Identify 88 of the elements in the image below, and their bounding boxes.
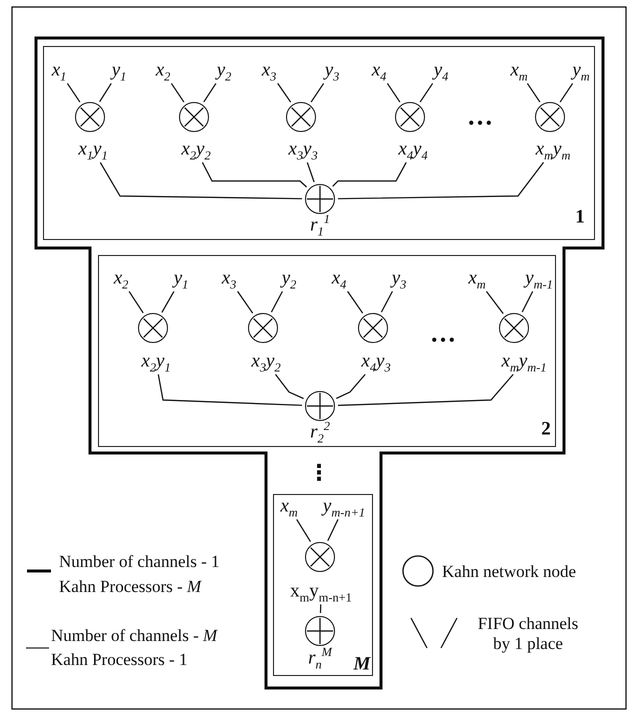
variable-label: x$_{3}$y$_{3}$: [288, 140, 318, 160]
variable-label: x$_{m}$: [510, 60, 528, 82]
channel-line: [66, 83, 80, 102]
variable-label: x$_{m}$y$_{m-1}$: [502, 352, 546, 372]
multiplier-node: [286, 102, 316, 132]
channel-line: [310, 83, 324, 102]
variable-label: y$_{m-n+1}$: [322, 496, 366, 518]
variable-label: y$_{m-1}$: [525, 268, 553, 290]
stage-number: M: [354, 654, 370, 676]
channel-line: [99, 83, 112, 102]
multiplier-node: [358, 313, 388, 343]
variable-label: y$_{3}$: [392, 268, 406, 290]
variable-label: x$_{3}$: [262, 60, 276, 82]
channel-line: [526, 83, 540, 102]
stage-number: 2: [541, 420, 551, 440]
legend-text: Number of channels - 1: [59, 552, 220, 572]
multiplier-node: [248, 313, 278, 343]
adder-node: [305, 616, 335, 646]
legend-text: Kahn Processors - M: [59, 577, 202, 598]
channel-line: [332, 162, 407, 187]
stage-panel: [43, 46, 595, 240]
variable-label: x$_{4}$y$_{3}$: [361, 352, 391, 372]
multiplier-node: [535, 102, 565, 132]
multiplier-node: [138, 313, 168, 343]
channel-line: [336, 374, 366, 399]
channel-line: [237, 291, 254, 314]
adder-node: [305, 391, 335, 421]
stage-number: 1: [575, 208, 585, 228]
multiplier-node: [75, 102, 105, 132]
variable-label: x$_{1}$y$_{1}$: [78, 140, 108, 160]
variable-label: x$_{3}$: [222, 268, 236, 290]
channel-line: [275, 374, 304, 400]
channel-line: [306, 162, 315, 182]
channel-line: [161, 291, 174, 313]
variable-label: x$_{2}$y$_{1}$: [141, 352, 171, 372]
variable-label: x$_{m}$y$_{m-n+1}$: [290, 582, 352, 602]
channel-line: [170, 83, 184, 102]
variable-label: y$_{2}$: [216, 60, 232, 82]
multiplier-node: [305, 542, 335, 572]
channel-line: [203, 83, 216, 102]
channel-line: [560, 83, 574, 102]
stage-panel: [98, 255, 556, 447]
channel-line: [420, 83, 434, 102]
channel-line: [486, 291, 504, 314]
variable-label: x$_{2}$: [114, 268, 128, 290]
channel-line: [320, 604, 322, 614]
variable-label: x$_{3}$y$_{2}$: [251, 352, 281, 372]
channel-line: [158, 374, 302, 406]
variable-label: y$_{2}$: [282, 268, 296, 290]
variable-label: y$_{3}$: [324, 60, 340, 82]
channel-line: [338, 162, 544, 200]
channel-line: [338, 374, 514, 406]
variable-label: y$_{1}$: [174, 268, 188, 290]
adder-node: [305, 184, 335, 214]
multiplier-node: [179, 102, 209, 132]
variable-label: x$_{2}$y$_{2}$: [181, 140, 211, 160]
ellipsis: …: [430, 320, 456, 348]
ellipsis: ⋮: [308, 462, 330, 486]
variable-label: x$_{2}$: [156, 60, 170, 82]
variable-label: x$_{4}$: [332, 268, 346, 290]
variable-label: y$_{m}$: [572, 60, 590, 82]
channel-line: [296, 519, 312, 542]
channel-line: [128, 291, 144, 314]
variable-label: x$_{4}$: [372, 60, 386, 82]
channel-line: [327, 519, 339, 542]
variable-label: x$_{m}$: [468, 268, 486, 290]
stage-panel: [273, 494, 373, 676]
legend-text: FIFO channels by 1 place: [476, 614, 580, 655]
variable-label: x$_{4}$y$_{4}$: [398, 140, 428, 160]
variable-label: y$_{1}$: [112, 60, 126, 82]
multiplier-node: [499, 313, 529, 343]
variable-label: y$_{4}$: [434, 60, 448, 82]
legend-text: Kahn Processors - 1: [51, 650, 188, 670]
variable-label: x$_{m}$y$_{m}$: [536, 140, 570, 160]
channel-line: [386, 83, 400, 102]
variable-label: x$_{m}$: [280, 496, 298, 518]
variable-label: x$_{1}$: [52, 60, 66, 82]
legend-text: Number of channels - M: [51, 626, 218, 646]
ellipsis: …: [467, 102, 493, 132]
channel-line: [270, 291, 283, 312]
legend-text: Kahn network node: [442, 562, 576, 582]
multiplier-node: [395, 102, 425, 132]
channel-line: [277, 83, 292, 103]
channel-line: [347, 291, 364, 314]
channel-line: [100, 162, 302, 200]
channel-line: [522, 291, 534, 312]
channel-line: [380, 291, 393, 312]
channel-line: [202, 162, 307, 188]
